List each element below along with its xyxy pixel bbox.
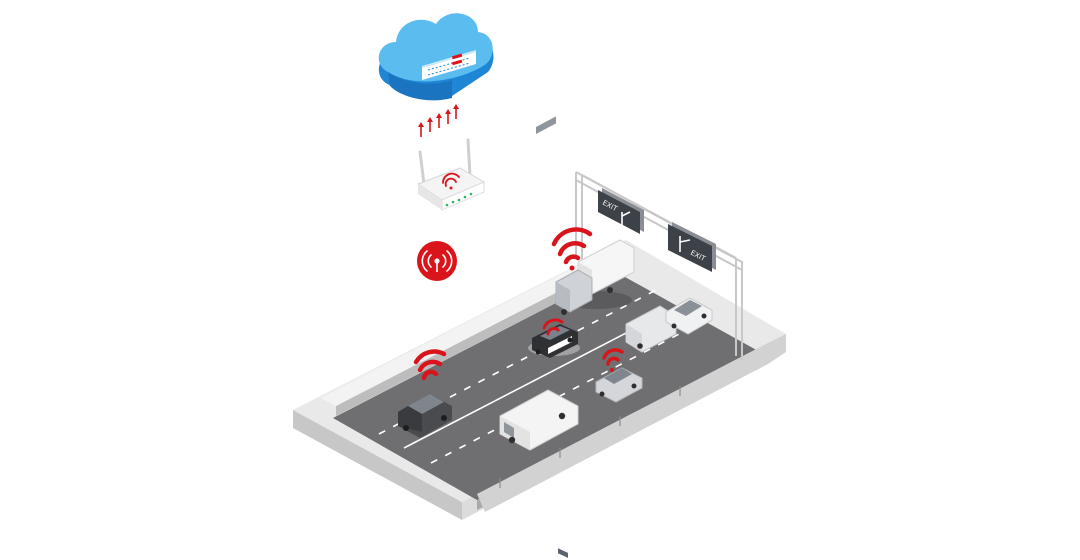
- caravan: [625, 305, 677, 353]
- silver-car: [595, 367, 643, 403]
- left-barrier-face: [336, 262, 616, 416]
- up-arrow: [427, 117, 433, 132]
- box-truck: [555, 239, 635, 558]
- truck-signal: [551, 227, 593, 271]
- base-left-face: [293, 410, 462, 520]
- up-arrow: [453, 104, 459, 119]
- highway: [293, 240, 786, 520]
- up-arrow: [418, 122, 424, 137]
- police-signal: [542, 318, 564, 336]
- police-car: [528, 324, 580, 358]
- left-barrier-top: [320, 254, 616, 406]
- rv-camper: [499, 116, 579, 451]
- white-car: [665, 297, 713, 335]
- right-barrier-top: [477, 334, 786, 512]
- lane-marking: [430, 317, 711, 464]
- up-arrow: [445, 109, 451, 124]
- up-arrow: [436, 113, 442, 128]
- cloud-server-icon: [378, 13, 494, 101]
- suv-signal: [413, 349, 447, 381]
- up-arrows-icon: [418, 104, 459, 137]
- suv: [398, 394, 452, 438]
- highway-sign-2: EXIT: [668, 222, 716, 272]
- highway-sign-1: EXIT: [598, 188, 644, 234]
- wifi-signal-icon: [413, 227, 624, 381]
- silver-car-signal: [602, 348, 624, 372]
- broadcast-signal-icon: [417, 241, 457, 281]
- wifi-router-icon: [416, 138, 486, 211]
- server-rack-icon: [422, 50, 476, 80]
